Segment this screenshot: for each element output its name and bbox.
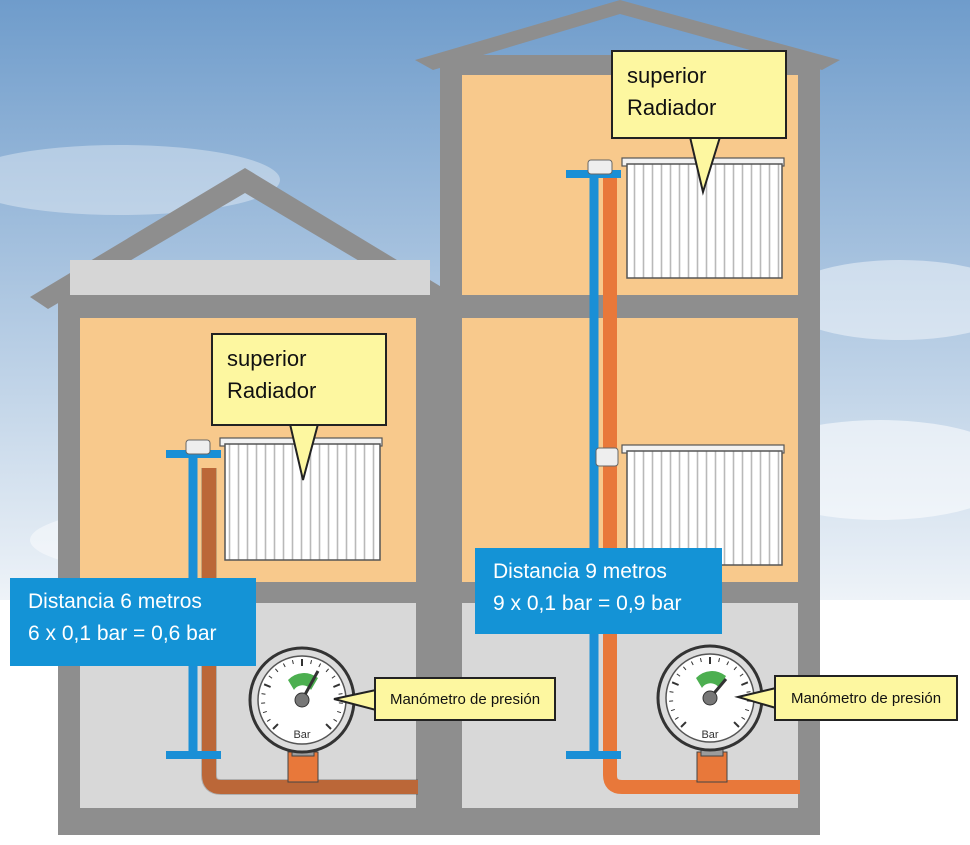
radiator-right-middle <box>595 444 785 566</box>
gauge-tick <box>671 681 679 686</box>
gauge-tick <box>325 668 330 673</box>
gauge-tick <box>261 693 266 695</box>
gauge-tick <box>746 691 751 693</box>
callout-line1: superior <box>227 346 307 371</box>
thermostatic-valve <box>185 439 211 455</box>
gauge-tick <box>338 693 343 695</box>
gauge-tick <box>699 658 702 663</box>
radiator-body <box>626 450 783 566</box>
distance-box-right: Distancia 9 metros 9 x 0,1 bar = 0,9 bar <box>475 548 722 634</box>
gauge-tick <box>739 673 744 677</box>
gauge-tick <box>262 710 267 714</box>
distance-line1: Distancia 6 metros <box>28 590 202 613</box>
thermostatic-valve <box>595 447 619 467</box>
flow-pipe-cap-bottom <box>566 751 621 759</box>
callout-line1: superior <box>627 63 707 88</box>
gauge-tick <box>726 661 730 666</box>
gauge-tick <box>337 710 342 714</box>
gauge-callout-left: Manómetro de presión <box>374 677 556 721</box>
gauge-tick <box>745 708 750 712</box>
gauge-hub <box>702 690 718 706</box>
gauge-tick <box>682 666 687 671</box>
gauge-tick <box>331 675 336 679</box>
gauge-tick <box>690 661 694 666</box>
gauge-tick <box>291 660 294 665</box>
left-house-attic <box>70 260 430 295</box>
gauge-tick <box>274 668 279 673</box>
gauge-tick <box>325 723 332 730</box>
gauge-tick <box>263 683 271 688</box>
radiator-callout-right: superior Radiador <box>611 50 787 139</box>
gauge-tick <box>268 675 273 679</box>
gauge-tick <box>670 708 675 712</box>
gauge-green-zone <box>696 671 726 688</box>
callout-line2: Radiador <box>227 378 317 403</box>
gauge-tick <box>669 691 674 693</box>
left-pipes <box>166 450 418 795</box>
distance-box-left: Distancia 6 metros 6 x 0,1 bar = 0,6 bar <box>10 578 256 666</box>
gauge-tick <box>266 718 271 722</box>
gauge-tick <box>310 660 313 665</box>
radiator-callout-left: superior Radiador <box>211 333 387 426</box>
gauge-callout-text: Manómetro de presión <box>389 690 541 708</box>
cloud <box>780 260 970 340</box>
gauge-tick <box>733 666 738 671</box>
flow-pipe-cap-bottom <box>166 751 221 759</box>
gauge-tick <box>741 681 749 686</box>
gauge-tick <box>733 721 740 728</box>
thermostatic-valve <box>587 159 613 175</box>
return-pipe-outline <box>201 468 418 795</box>
gauge-tick <box>333 683 341 688</box>
gauge-unit-label: Bar <box>293 729 310 741</box>
callout-line2: Radiador <box>627 95 717 120</box>
gauge-tick <box>676 673 681 677</box>
pressure-gauge-right: Bar <box>656 644 764 783</box>
gauge-callout-text: Manómetro de presión <box>790 689 942 707</box>
gauge-tick <box>282 663 286 668</box>
gauge-hub <box>294 692 310 708</box>
gauge-tick <box>333 718 338 722</box>
gauge-tick <box>718 658 721 663</box>
distance-line2: 9 x 0,1 bar = 0,9 bar <box>493 592 682 615</box>
gauge-tick <box>272 723 279 730</box>
distance-line1: Distancia 9 metros <box>493 560 667 583</box>
pressure-gauge-left: Bar <box>248 646 356 783</box>
gauge-tick <box>674 716 679 720</box>
return-pipe <box>202 468 418 794</box>
gauge-stem <box>696 751 728 783</box>
gauge-tick <box>680 721 687 728</box>
return-pipe <box>603 175 800 794</box>
distance-line2: 6 x 0,1 bar = 0,6 bar <box>28 622 217 645</box>
gauge-callout-right: Manómetro de presión <box>774 675 958 721</box>
gauge-unit-label: Bar <box>701 729 718 741</box>
gauge-tick <box>741 716 746 720</box>
gauge-tick <box>318 663 322 668</box>
